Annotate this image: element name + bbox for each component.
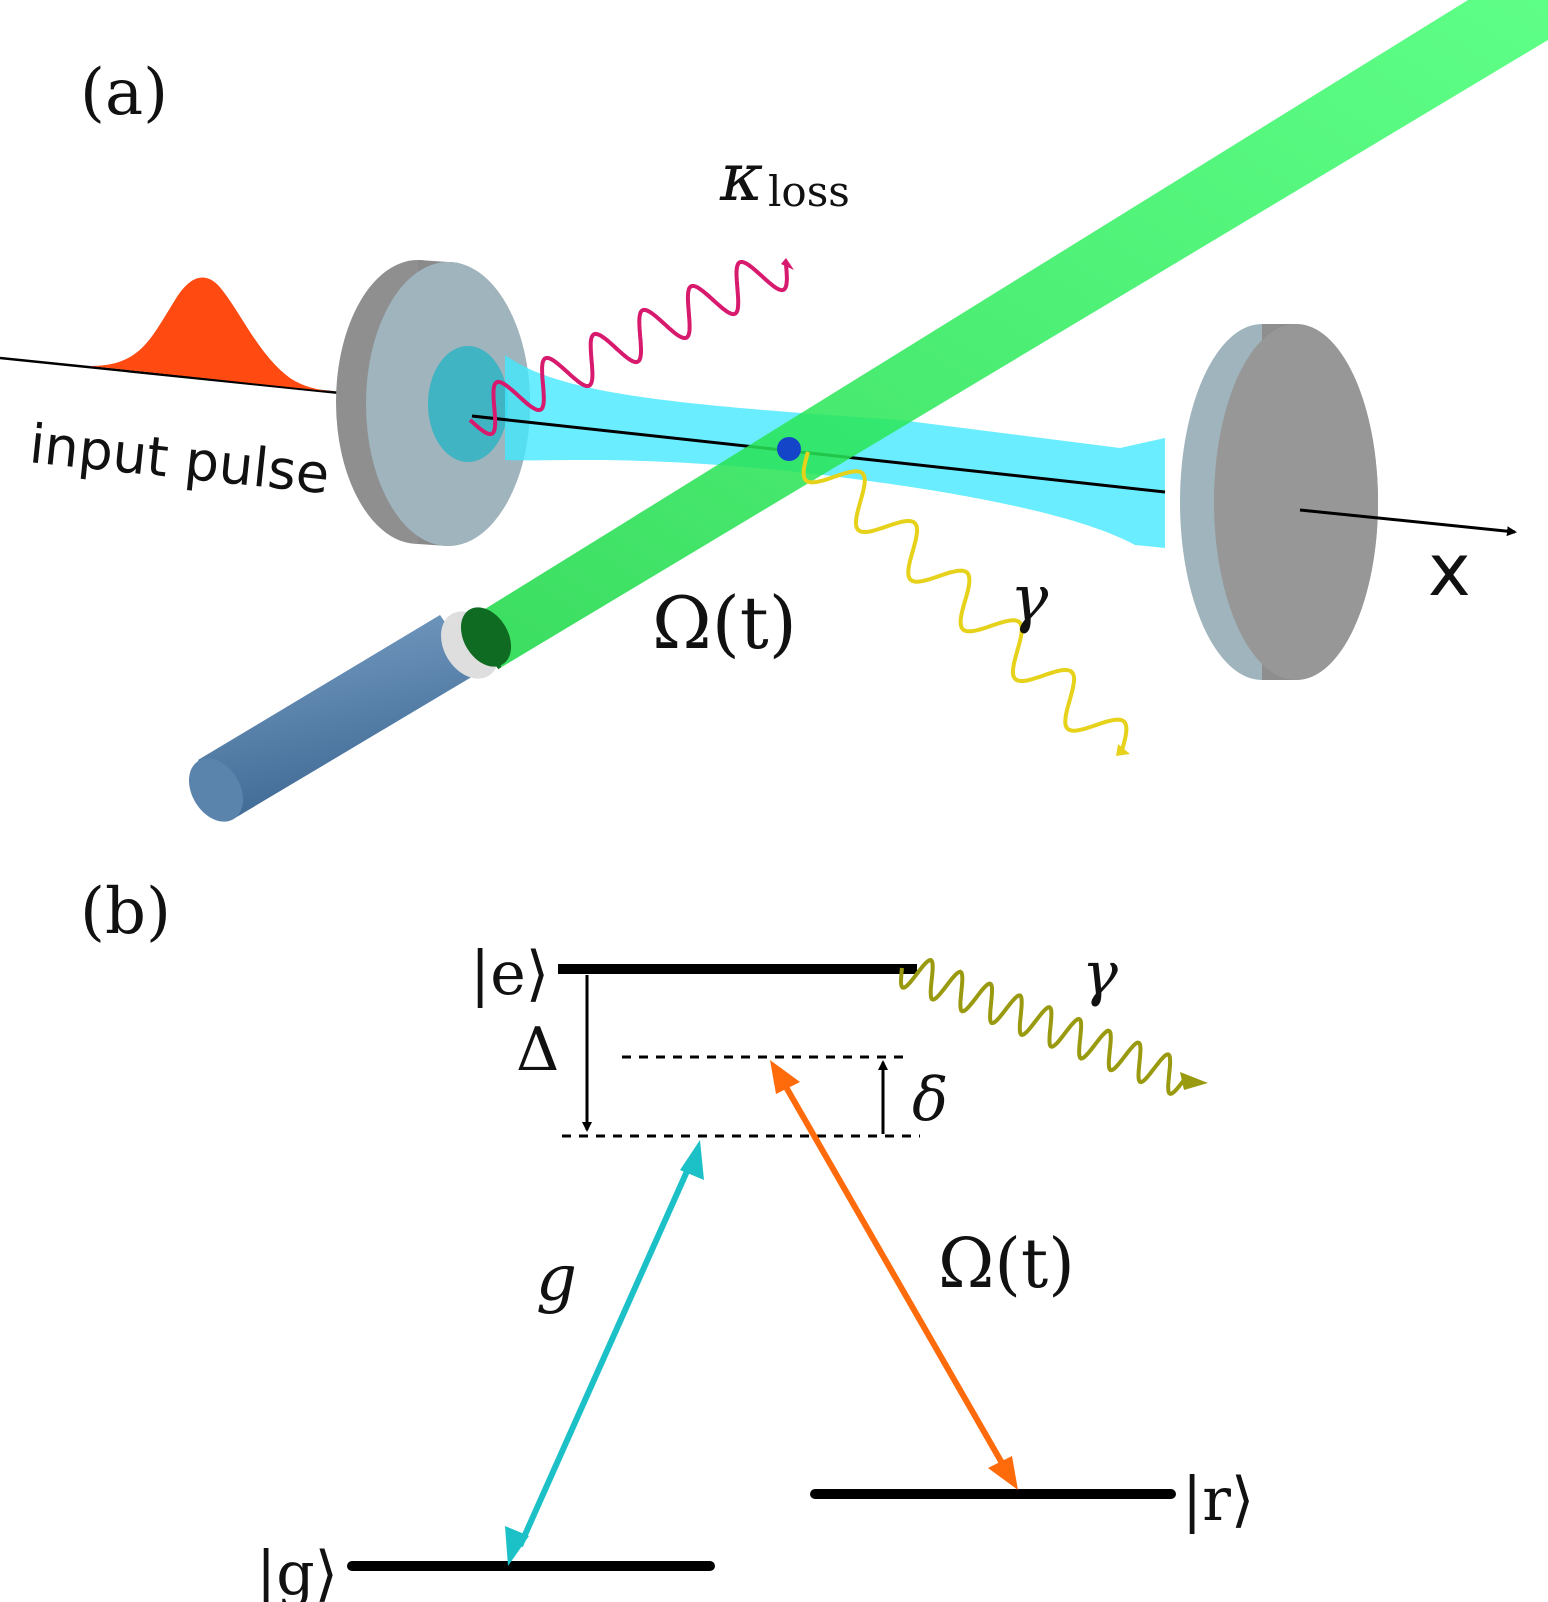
gamma-decay-arrowhead — [1116, 744, 1130, 756]
panel-b-label: (b) — [80, 875, 171, 949]
left-mirror — [336, 260, 530, 546]
delta-small-label: δ — [912, 1065, 948, 1135]
gamma-decay-wave — [801, 451, 1129, 751]
state-e-label: |e⟩ — [470, 939, 549, 1009]
atom-dot — [777, 437, 801, 461]
state-r-label: |r⟩ — [1182, 1465, 1254, 1535]
input-axis-line — [0, 356, 341, 395]
panel-b: (b) |e⟩ |r⟩ |g⟩ Δ δ γ g — [80, 875, 1254, 1602]
panel-a: (a) input pulse — [0, 0, 1548, 822]
x-axis-arrow — [1299, 508, 1517, 537]
kappa-subscript: loss — [768, 167, 850, 216]
omega-label-a: Ω(t) — [652, 581, 797, 665]
gamma-decay-wave-b — [898, 958, 1186, 1097]
control-beam — [464, 0, 1548, 668]
gamma-label-b: γ — [1082, 939, 1118, 1009]
input-pulse-label: input pulse — [27, 412, 333, 506]
omega-label-b: Ω(t) — [938, 1225, 1075, 1304]
delta-big-label: Δ — [516, 1015, 559, 1085]
gamma-label-a: γ — [1010, 562, 1049, 636]
gamma-decay-arrowhead-b — [1180, 1072, 1208, 1090]
kappa-loss-arrowhead — [781, 258, 794, 270]
panel-a-label: (a) — [80, 56, 168, 130]
kappa-loss-wave — [468, 260, 789, 437]
right-mirror — [1180, 324, 1378, 680]
x-axis-label: x — [1428, 528, 1471, 612]
state-g-label: |g⟩ — [256, 1539, 338, 1602]
g-label: g — [536, 1242, 577, 1316]
g-coupling-arrow — [505, 1140, 704, 1566]
omega-coupling-arrow — [770, 1060, 1018, 1490]
input-pulse-shape — [90, 277, 336, 392]
kappa-symbol: κ — [719, 139, 763, 216]
fiber — [188, 607, 512, 822]
